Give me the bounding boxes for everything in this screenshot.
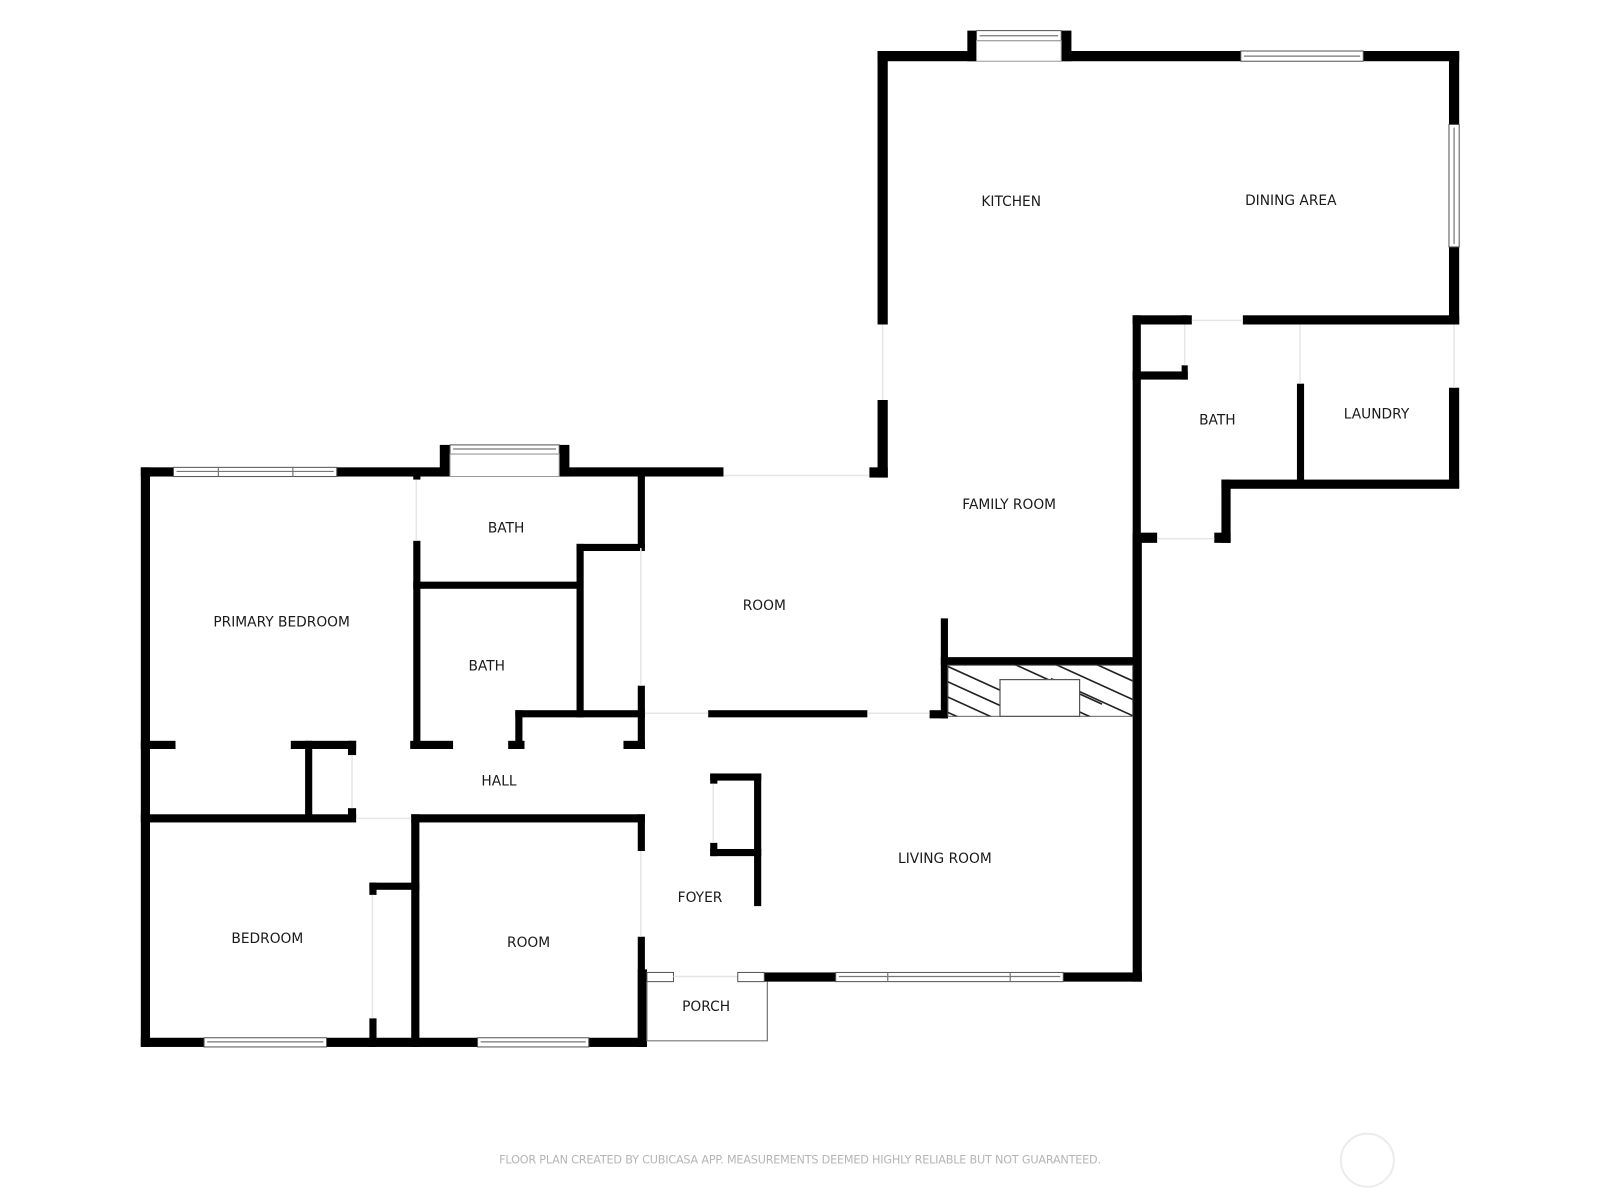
- kitchen-dining-walls: [869, 51, 1460, 478]
- room-label-living-room: LIVING ROOM: [898, 851, 992, 867]
- room-label-bedroom: BEDROOM: [231, 931, 303, 947]
- south-windows: [646, 971, 1064, 983]
- room-label-primary-bedroom: PRIMARY BEDROOM: [213, 614, 350, 630]
- room-label-porch: PORCH: [682, 999, 730, 1015]
- room-label-laundry: LAUNDRY: [1344, 406, 1410, 422]
- west-windows: [172, 444, 590, 1048]
- east-wall: [1132, 540, 1142, 982]
- footer-disclaimer: FLOOR PLAN CREATED BY CUBICASA APP. MEAS…: [499, 1153, 1101, 1166]
- dining-right-window: [1448, 123, 1460, 248]
- room-label-room-south: ROOM: [507, 935, 550, 951]
- west-walls: [140, 467, 1142, 1047]
- kitchen-bay-window: [967, 30, 1072, 62]
- room-label-room-center: ROOM: [743, 598, 786, 614]
- fireplace: [929, 618, 1141, 719]
- compass-icon: [1339, 1132, 1395, 1188]
- room-label-bath-upper: BATH: [488, 521, 525, 537]
- room-label-kitchen: KITCHEN: [981, 194, 1041, 210]
- dining-top-window: [1240, 50, 1364, 62]
- room-label-dining-area: DINING AREA: [1245, 193, 1337, 209]
- porch-outline: [646, 981, 768, 1042]
- room-label-foyer: FOYER: [678, 890, 723, 906]
- room-label-bath-lower: BATH: [468, 658, 505, 674]
- room-label-hall: HALL: [481, 774, 516, 790]
- door-openings: [351, 474, 930, 1019]
- room-label-family-room: FAMILY ROOM: [962, 497, 1056, 513]
- room-label-bath-east: BATH: [1199, 412, 1236, 428]
- bath-laundry-walls: [1132, 315, 1460, 663]
